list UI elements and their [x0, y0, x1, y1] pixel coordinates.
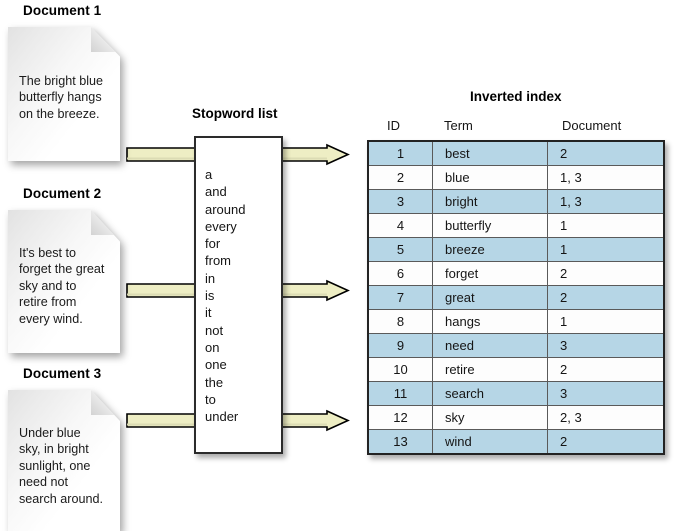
document-text-1: The bright blue butterfly hangs on the b…: [19, 74, 104, 121]
stopword-item: to: [205, 391, 216, 407]
document-card-1: The bright blue butterfly hangs on the b…: [8, 27, 120, 161]
table-cell-id: 5: [369, 237, 433, 262]
document-text-3: Under blue sky, in bright sunlight, one …: [19, 426, 104, 506]
table-cell-term: forget: [432, 261, 548, 286]
stopword-item: for: [205, 236, 221, 252]
stopword-item: every: [205, 218, 237, 234]
document-text-2: It's best to forget the great sky and to…: [19, 246, 105, 326]
table-cell-term: great: [432, 285, 548, 310]
stopword-item: one: [205, 357, 227, 373]
stopword-item: from: [205, 253, 231, 269]
table-cell-id: 2: [369, 165, 433, 190]
table-cell-id: 11: [369, 381, 433, 406]
table-cell-id: 7: [369, 285, 433, 310]
table-cell-document: 1: [547, 213, 663, 238]
table-cell-document: 2: [547, 261, 663, 286]
document-page-3: Under blue sky, in bright sunlight, one …: [8, 390, 120, 531]
inverted-index-column-headers: ID Term Document: [367, 118, 665, 138]
stopword-list-title: Stopword list: [192, 106, 278, 121]
table-cell-id: 8: [369, 309, 433, 334]
table-cell-document: 1: [547, 237, 663, 262]
stopword-item: not: [205, 322, 224, 338]
table-cell-term: blue: [432, 165, 548, 190]
page-fold-edge-icon: [91, 390, 120, 415]
table-cell-document: 1, 3: [547, 189, 663, 214]
column-header-id: ID: [387, 118, 400, 133]
table-cell-document: 3: [547, 333, 663, 358]
table-cell-term: wind: [432, 429, 548, 453]
document-title-3: Document 3: [23, 366, 102, 381]
stopword-list-box: [194, 136, 283, 454]
stopword-item: under: [205, 409, 239, 425]
table-cell-id: 1: [369, 142, 433, 166]
stopword-item: the: [205, 374, 224, 390]
table-cell-document: 2: [547, 429, 663, 453]
table-cell-id: 6: [369, 261, 433, 286]
table-cell-term: retire: [432, 357, 548, 382]
table-cell-term: breeze: [432, 237, 548, 262]
table-cell-document: 3: [547, 381, 663, 406]
page-fold-edge-icon: [91, 27, 120, 52]
document-card-3: Under blue sky, in bright sunlight, one …: [8, 390, 120, 531]
table-cell-id: 13: [369, 429, 433, 453]
stopword-item: it: [205, 305, 212, 321]
stopword-item: a: [205, 167, 213, 182]
table-cell-document: 1: [547, 309, 663, 334]
page-fold-edge-icon: [91, 210, 120, 235]
table-cell-term: search: [432, 381, 548, 406]
stopword-item: in: [205, 270, 216, 286]
document-page-2: It's best to forget the great sky and to…: [8, 210, 120, 353]
table-cell-term: bright: [432, 189, 548, 214]
table-cell-document: 2, 3: [547, 405, 663, 430]
stopword-item: on: [205, 339, 220, 355]
document-page-1: The bright blue butterfly hangs on the b…: [8, 27, 120, 161]
column-header-document: Document: [562, 118, 622, 133]
table-cell-document: 2: [547, 285, 663, 310]
stopword-item: around: [205, 201, 246, 217]
table-cell-id: 12: [369, 405, 433, 430]
table-cell-document: 1, 3: [547, 165, 663, 190]
document-title-2: Document 2: [23, 186, 102, 201]
table-cell-id: 4: [369, 213, 433, 238]
table-cell-document: 2: [547, 357, 663, 382]
column-header-term: Term: [444, 118, 473, 133]
table-cell-id: 9: [369, 333, 433, 358]
table-cell-document: 2: [547, 142, 663, 166]
document-title-1: Document 1: [23, 3, 102, 18]
table-cell-term: hangs: [432, 309, 548, 334]
inverted-index-title: Inverted index: [470, 89, 562, 104]
table-cell-term: need: [432, 333, 548, 358]
table-cell-term: best: [432, 142, 548, 166]
table-cell-term: sky: [432, 405, 548, 430]
table-cell-term: butterfly: [432, 213, 548, 238]
document-card-2: It's best to forget the great sky and to…: [8, 210, 120, 353]
table-cell-id: 3: [369, 189, 433, 214]
stopword-item: and: [205, 184, 227, 200]
stopword-item: is: [205, 288, 215, 304]
table-cell-id: 10: [369, 357, 433, 382]
